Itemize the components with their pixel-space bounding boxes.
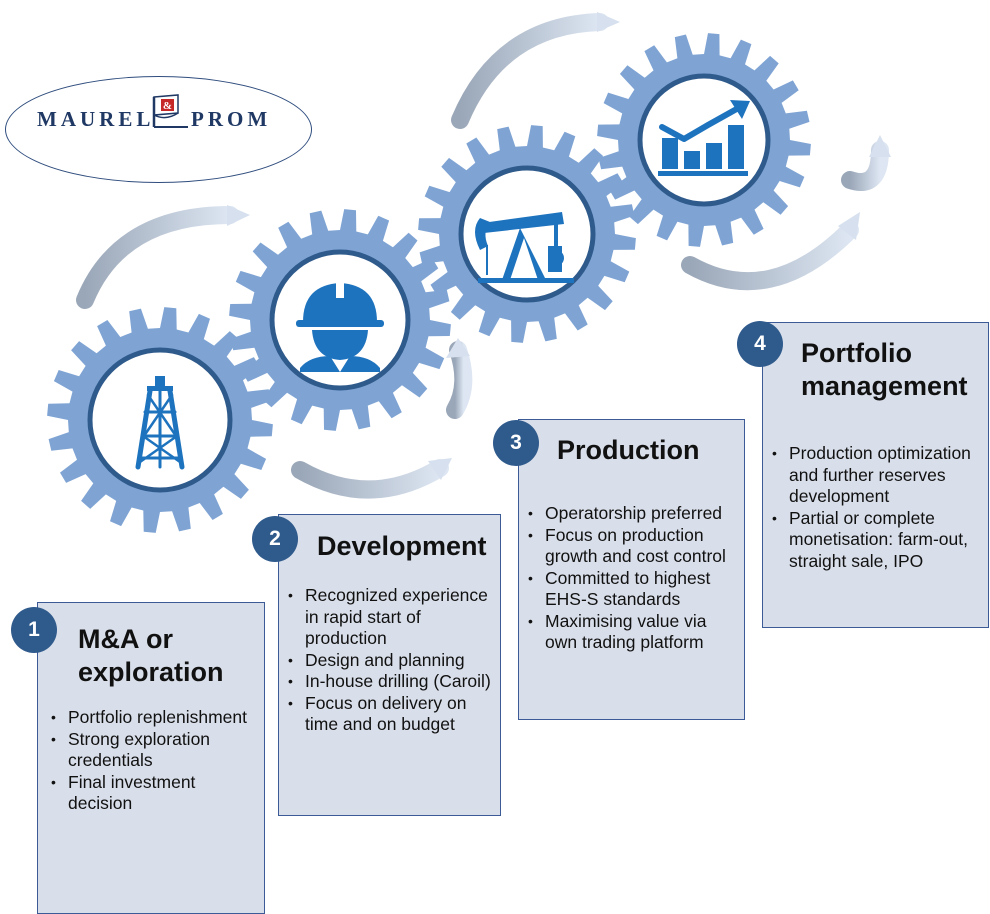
stage-4-box: Portfolio management Production optimiza… [762,322,989,628]
cycle-arrow-5 [681,221,859,291]
stage-3-bullets: Operatorship preferred Focus on producti… [523,503,740,654]
cycle-arrow-head-2 [428,458,452,480]
stage-4-bullet: Production optimization and further rese… [767,443,984,508]
cycle-arrow-3 [451,13,609,129]
stage-2-badge: 2 [252,516,298,562]
stage-1-bullets: Portfolio replenishment Strong explorati… [46,707,256,815]
logo-text-right: PROM [191,107,272,131]
hard-hat-worker-icon [296,282,384,372]
cycle-arrow-head-6 [869,135,891,157]
stage-1-bullet: Strong exploration credentials [46,729,256,772]
stage-2-title: Development [317,531,487,561]
stage-2-box: Development Recognized experience in rap… [278,514,501,816]
cycle-arrow-2 [291,459,449,499]
stage-4-title: Portfolio management [801,338,968,401]
flag-icon: & [152,94,188,128]
cycle-arrow-head-1 [227,205,250,226]
stage-2-bullet: Recognized experience in rapid start of … [283,585,496,650]
stage-1-box: M&A or exploration Portfolio replenishme… [37,602,265,914]
oil-derrick-icon [135,376,185,470]
stage-2-bullet: In-house drilling (Caroil) [283,671,496,693]
stage-3-bullet: Committed to highest EHS-S standards [523,568,740,611]
stage-2-bullets: Recognized experience in rapid start of … [283,585,496,736]
stage-2-bullet: Focus on delivery on time and on budget [283,693,496,736]
stage-4-badge: 4 [737,321,783,367]
stage-4-bullets: Production optimization and further rese… [767,443,984,572]
growth-chart-icon [658,100,750,176]
cycle-arrow-head-4 [446,338,470,358]
cycle-arrow-1 [76,206,239,309]
company-logo: MAUREL & PROM [5,76,312,183]
stage-1-title: M&A or exploration [78,624,224,687]
stage-3-title: Production [557,435,700,465]
stage-1-badge: 1 [11,607,57,653]
logo-text-left: MAUREL [37,107,155,131]
stage-3-box: Production Operatorship preferred Focus … [518,419,745,720]
stage-3-bullet: Maximising value via own trading platfor… [523,611,740,654]
pumpjack-icon [475,212,574,283]
stage-3-badge: 3 [493,420,539,466]
stage-3-bullet: Focus on production growth and cost cont… [523,525,740,568]
gear-4-center [637,73,771,207]
stage-4-bullet: Partial or complete monetisation: farm-o… [767,508,984,573]
stage-3-bullet: Operatorship preferred [523,503,740,525]
logo-ampersand: & [163,100,172,112]
cycle-arrows [76,12,891,499]
cycle-arrow-head-5 [838,212,860,240]
cycle-arrow-head-3 [597,12,620,32]
stage-2-bullet: Design and planning [283,650,496,672]
stage-1-bullet: Final investment decision [46,772,256,815]
cycle-arrow-4 [446,341,473,419]
stage-1-bullet: Portfolio replenishment [46,707,256,729]
